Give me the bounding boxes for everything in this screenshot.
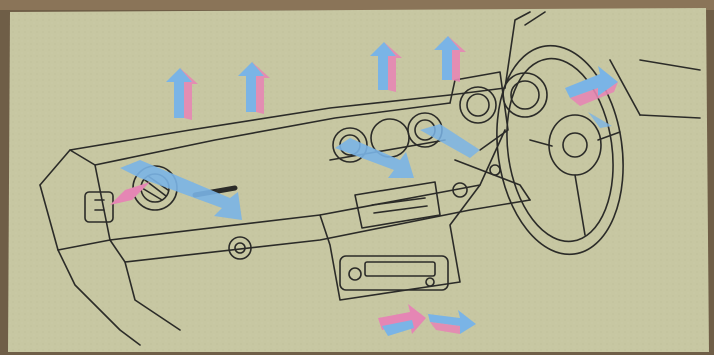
paper-sheet — [8, 8, 709, 352]
backdrop-top-band — [0, 0, 714, 10]
